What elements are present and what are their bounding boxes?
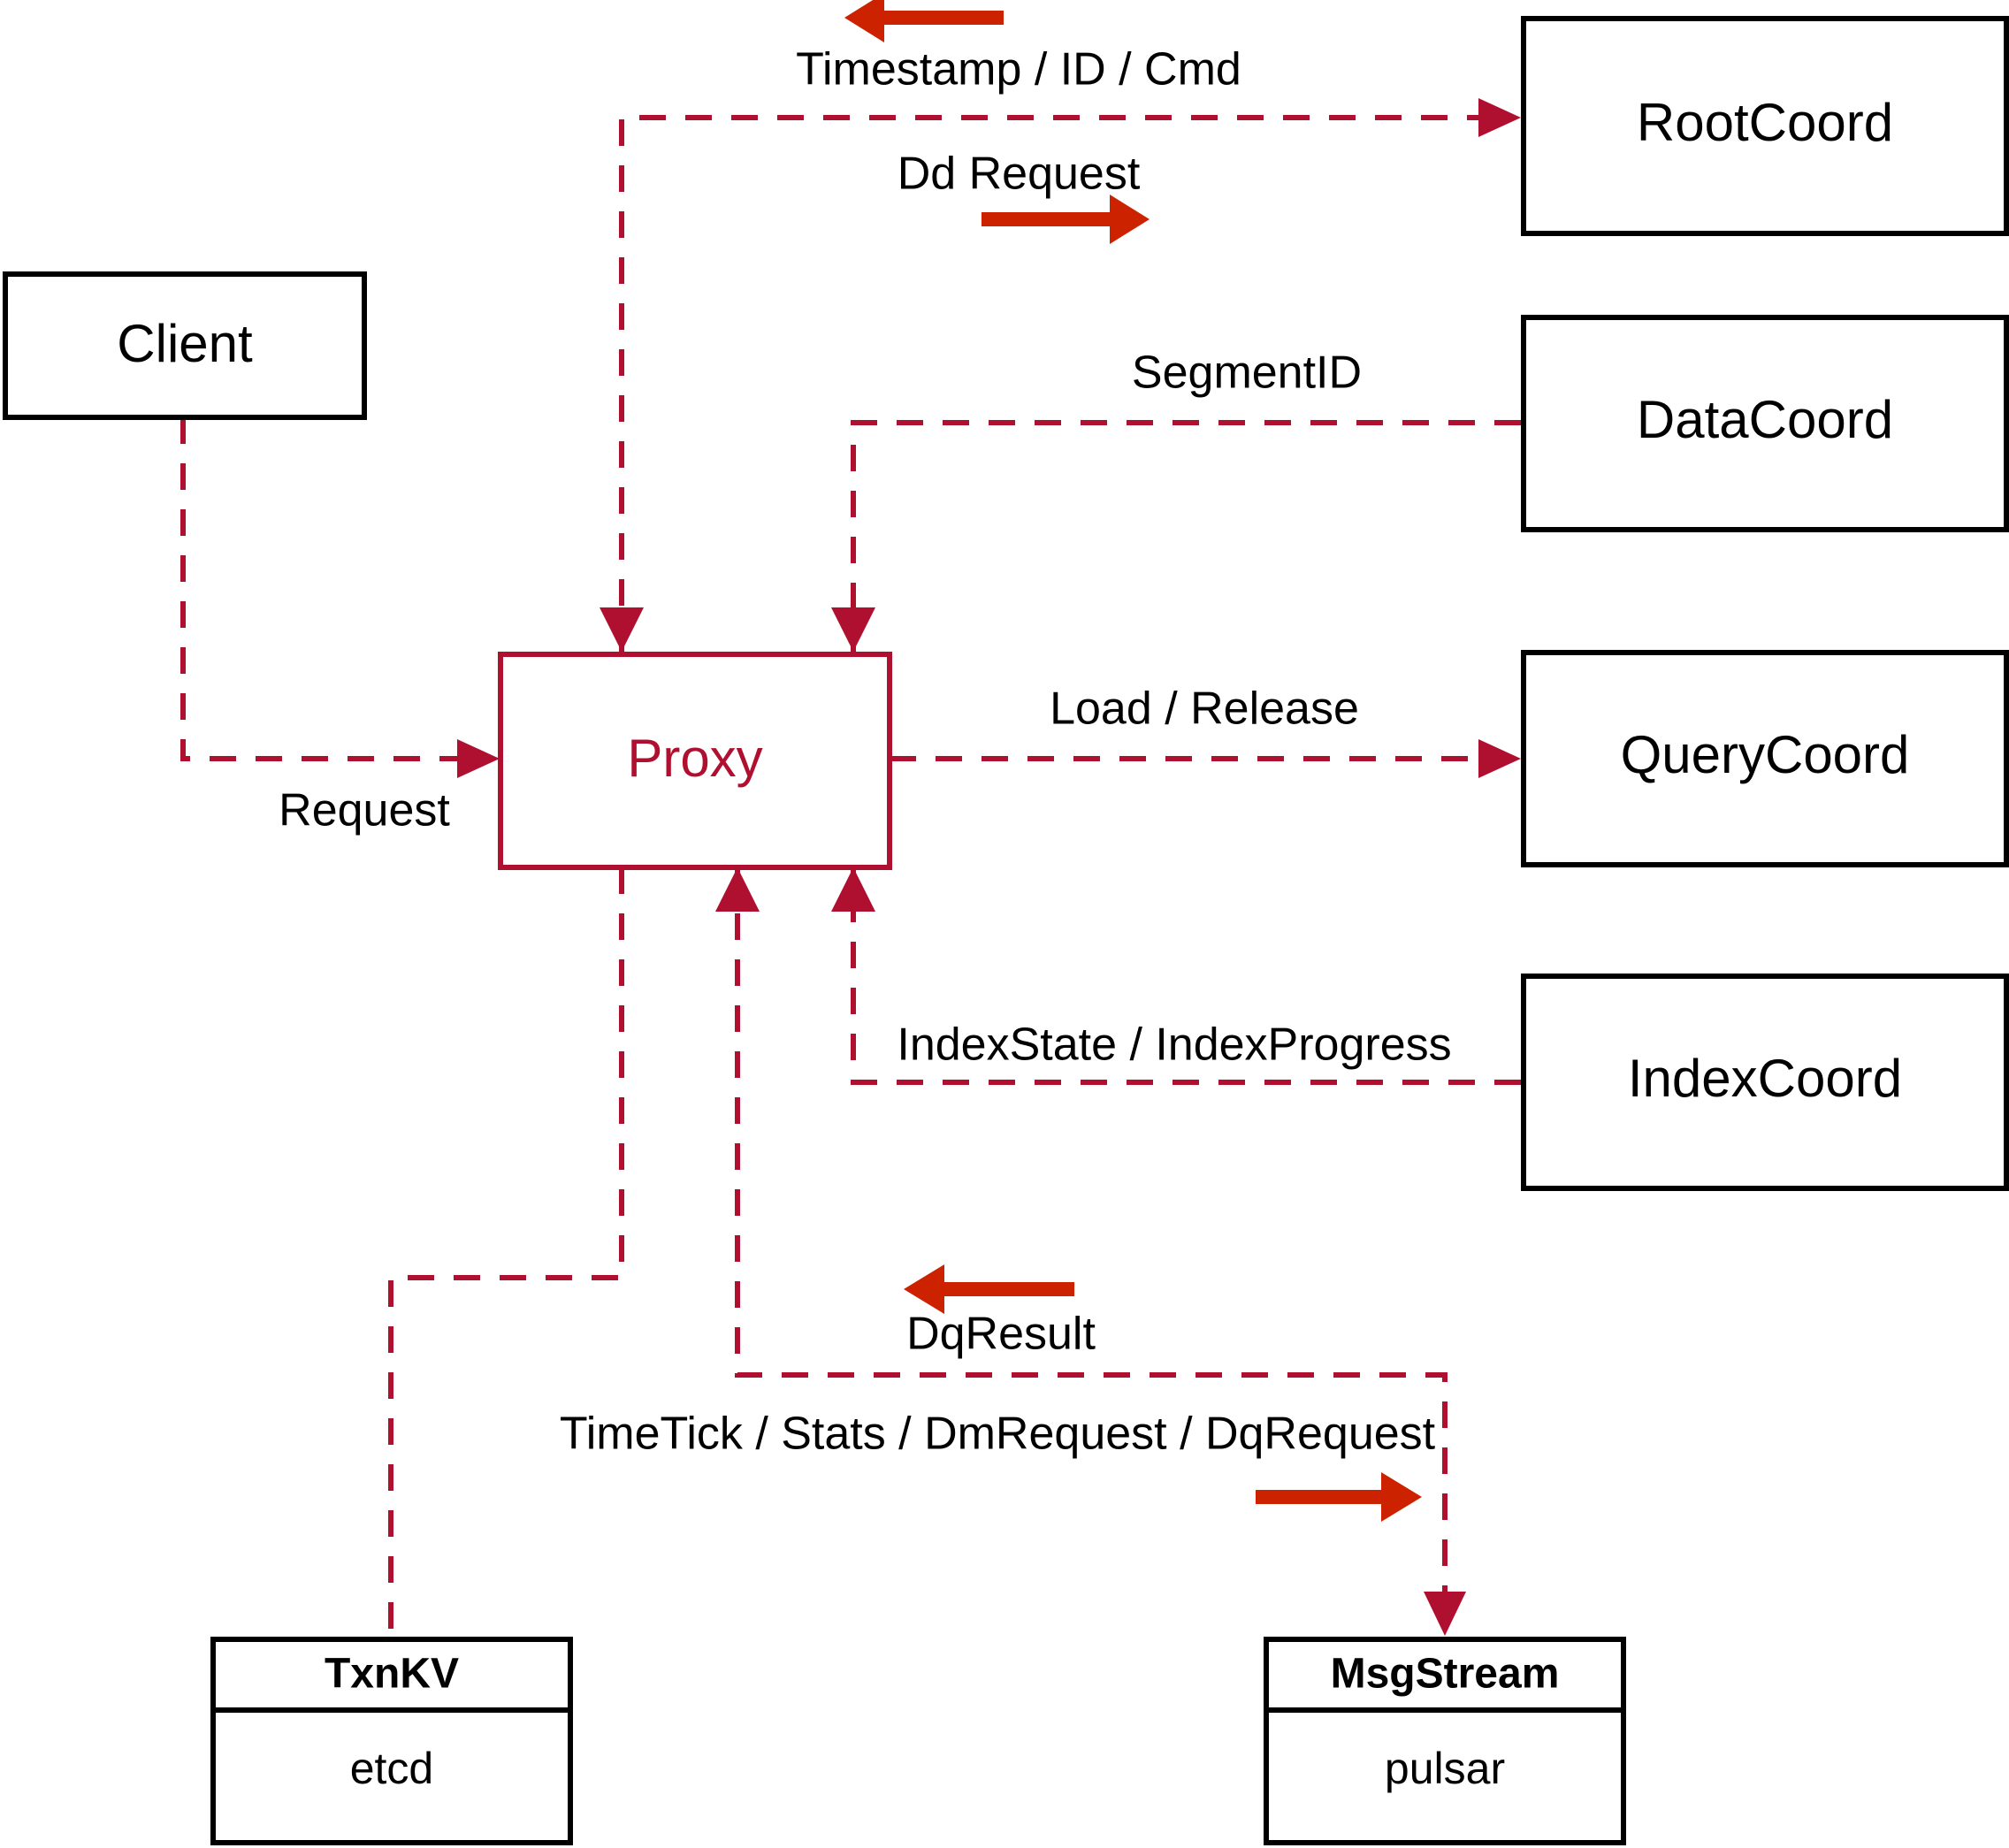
arrowhead-into-proxy-from-rootcoord [600,607,644,652]
edge-label-timestamp-id-cmd: Timestamp / ID / Cmd [796,44,1241,95]
arrowhead-into-msgstream [1424,1592,1466,1636]
node-querycoord-box[interactable] [1521,650,2009,867]
node-client[interactable]: Client [3,271,367,420]
edge-datacoord-proxy [831,420,1521,652]
edge-proxy-msgstream [715,867,1466,1636]
arrowhead-into-rootcoord [1478,98,1521,137]
edge-proxy-txnkv [388,867,624,1637]
node-rootcoord[interactable]: RootCoord [1521,16,2009,236]
arrow-head-timetick [1381,1472,1422,1522]
arrowhead-into-querycoord [1478,739,1521,778]
node-querycoord-label: QueryCoord [1621,725,1910,784]
edge-path-txnkv [388,867,624,1637]
node-msgstream-box[interactable] [1264,1637,1626,1845]
edge-path-msgstream [735,867,1448,1615]
direction-arrow-dd-request [982,195,1150,244]
node-datacoord-label: DataCoord [1637,390,1893,449]
node-msgstream[interactable]: MsgStream pulsar [1264,1637,1626,1845]
edge-path-datacoord [851,420,1521,652]
node-txnkv-label: TxnKV [325,1651,459,1698]
edge-label-load-release: Load / Release [1050,683,1359,735]
node-proxy[interactable]: Proxy [498,652,892,870]
arrow-shaft-timetick [1256,1490,1388,1504]
arrowhead-into-proxy-from-datacoord [831,607,875,652]
node-indexcoord-box[interactable] [1521,974,2009,1191]
arrow-shaft-dd-request [982,212,1114,226]
node-querycoord[interactable]: QueryCoord [1521,650,2009,867]
arrowhead-into-proxy-from-client [457,739,500,778]
node-datacoord-box[interactable] [1521,315,2009,532]
edge-rootcoord-proxy [600,98,1521,652]
arrow-shaft-dqresult [937,1282,1074,1296]
node-msgstream-label: MsgStream [1331,1651,1560,1698]
edge-path-client [180,417,482,761]
arrow-head-dqresult [904,1264,944,1314]
node-client-box[interactable] [3,271,367,420]
node-msgstream-impl-label: pulsar [1385,1744,1505,1793]
edge-path-rootcoord [619,115,1503,652]
arrowhead-into-proxy-from-indexcoord [831,867,875,912]
node-txnkv-box[interactable] [210,1637,573,1845]
node-indexcoord[interactable]: IndexCoord [1521,974,2009,1191]
edge-path-indexcoord [851,867,1521,1085]
node-rootcoord-label: RootCoord [1637,93,1893,152]
edge-proxy-querycoord [890,739,1521,778]
node-txnkv-impl-label: etcd [350,1744,434,1793]
edge-label-dqresult: DqResult [906,1309,1096,1360]
node-rootcoord-box[interactable] [1521,16,2009,236]
edge-indexcoord-proxy [831,867,1521,1085]
edge-label-request: Request [279,785,450,836]
edge-label-segmentid: SegmentID [1132,347,1362,399]
node-txnkv[interactable]: TxnKV etcd [210,1637,573,1845]
arrow-shaft-timestamp [875,11,1004,25]
node-client-label: Client [117,314,253,373]
node-indexcoord-label: IndexCoord [1628,1049,1902,1108]
direction-arrow-timestamp [844,0,1004,42]
arrow-head-dd-request [1110,195,1150,244]
direction-arrow-dqresult [904,1264,1074,1314]
node-proxy-label: Proxy [627,729,762,788]
edge-label-indexstate-indexprogress: IndexState / IndexProgress [897,1019,1451,1071]
node-datacoord[interactable]: DataCoord [1521,315,2009,532]
edge-label-dd-request: Dd Request [898,149,1141,200]
arrowhead-into-proxy-from-msgstream [715,867,760,912]
direction-arrow-timetick [1256,1472,1422,1522]
node-proxy-box[interactable] [498,652,892,870]
arrow-head-timestamp [844,0,884,42]
edge-client-proxy [180,417,500,778]
edge-label-timetick-stats-dmrequest-dqrequest: TimeTick / Stats / DmRequest / DqRequest [560,1409,1436,1460]
